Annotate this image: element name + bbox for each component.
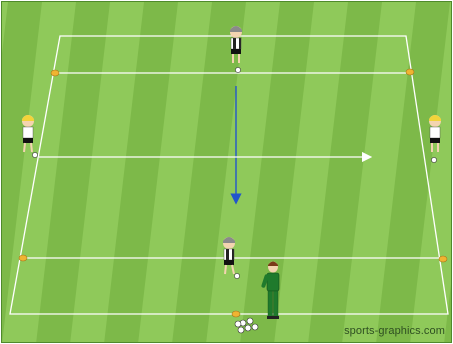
- cone-bottom-center: [232, 311, 240, 317]
- cone-top-left: [51, 70, 59, 76]
- cone-bottom-right: [439, 256, 447, 262]
- cone-bottom-left: [19, 255, 27, 261]
- cone-top-right: [406, 69, 414, 75]
- watermark: sports-graphics.com: [344, 325, 445, 337]
